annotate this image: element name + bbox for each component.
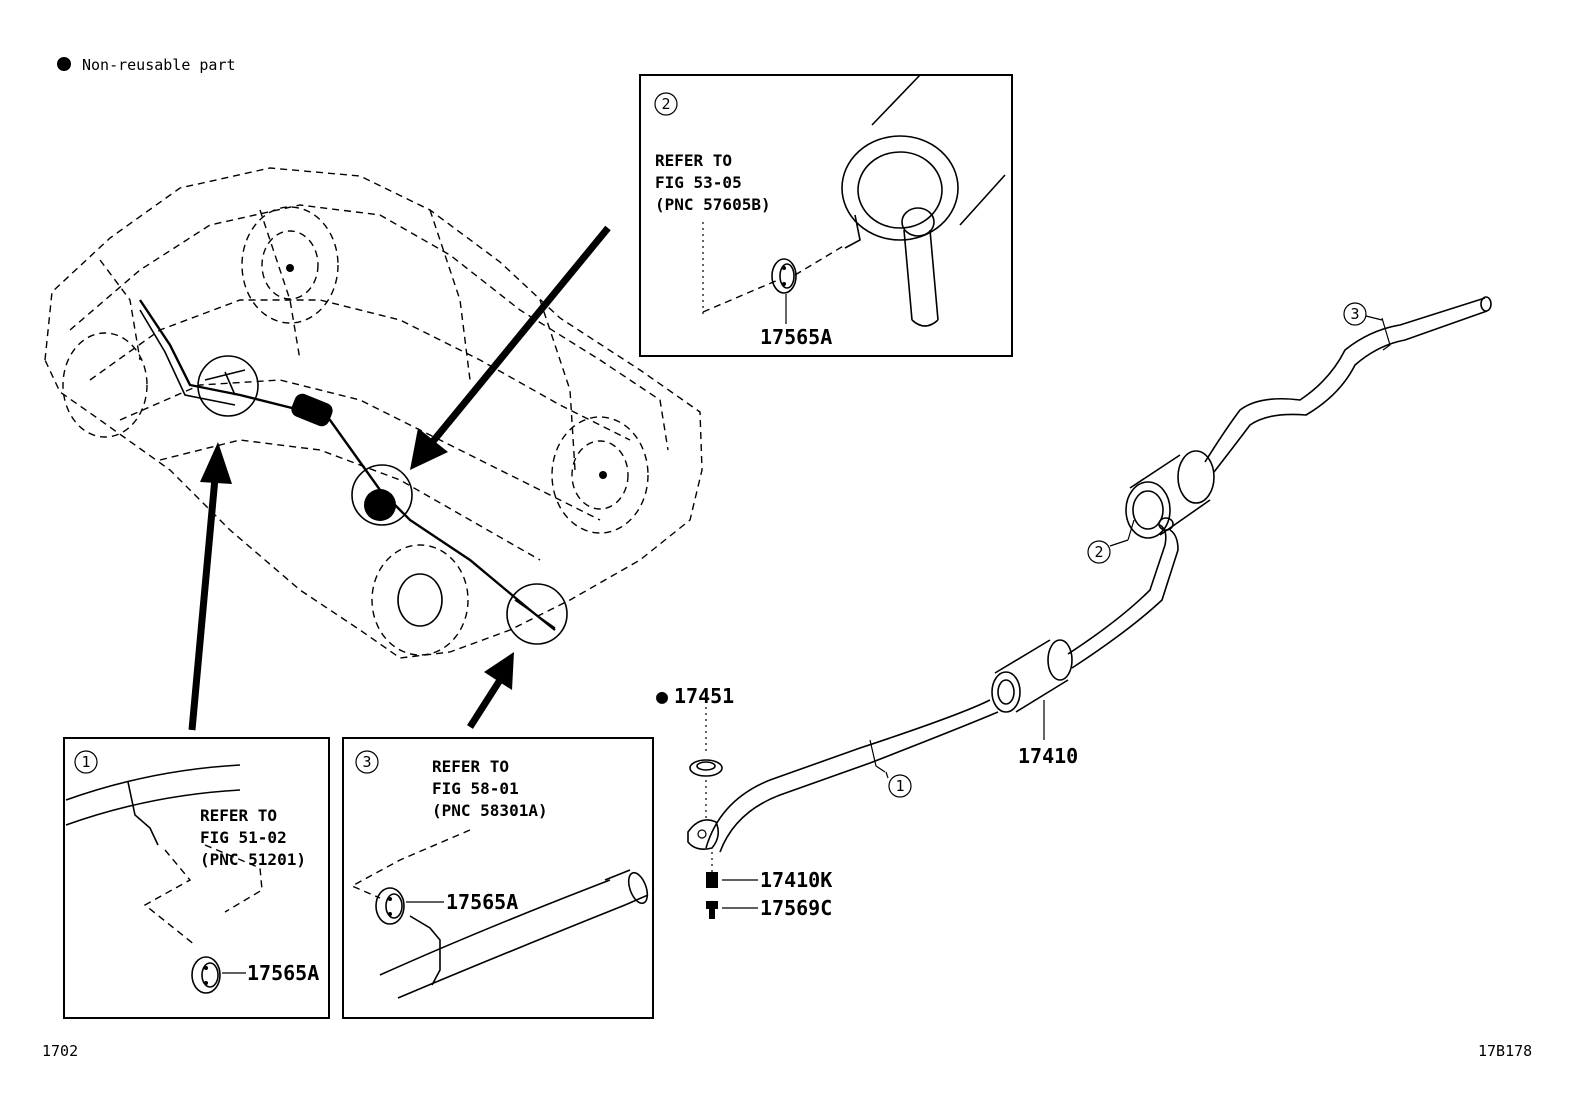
rubber-hanger-icon — [375, 887, 405, 925]
detail-box-3: 3 REFER TO FIG 58-01 (PNC 58301A) 17565A — [342, 737, 654, 1019]
callout-1: 1 — [888, 774, 912, 798]
callout-3: 3 — [1343, 302, 1383, 326]
spring-part-number: 17410K — [760, 868, 832, 892]
legend: Non-reusable part — [57, 56, 236, 74]
non-reusable-bullet-icon — [57, 57, 71, 71]
figure-code-right: 17B178 — [1478, 1042, 1532, 1060]
gasket-nonreusable-marker: ● — [656, 684, 668, 708]
box3-refer-line-1: REFER TO — [432, 757, 509, 776]
box1-part-number: 17565A — [247, 961, 319, 985]
bolt-part-number: 17569C — [760, 896, 832, 920]
leader-lines — [705, 700, 1045, 909]
box3-refer-line-2: FIG 58-01 — [432, 779, 519, 798]
box2-refer-line-1: REFER TO — [655, 151, 732, 170]
box3-number: 3 — [362, 753, 371, 771]
svg-text:3: 3 — [1350, 305, 1359, 323]
box1-refer-line-2: FIG 51-02 — [200, 828, 287, 847]
callout-circle-icon — [1087, 540, 1111, 564]
exhaust-pipe-assembly — [687, 296, 1492, 853]
box1-refer-line-1: REFER TO — [200, 806, 277, 825]
callout-circle-icon — [74, 750, 98, 774]
svg-text:2: 2 — [1094, 543, 1103, 561]
callout-2: 2 — [1087, 539, 1129, 564]
legend-text: Non-reusable part — [82, 56, 236, 74]
box2-refer-line-3: (PNC 57605B) — [655, 195, 771, 214]
callout-circle-icon — [654, 92, 678, 116]
svg-text:1: 1 — [895, 777, 904, 795]
box3-part-number: 17565A — [446, 890, 518, 914]
box1-number: 1 — [81, 753, 90, 771]
pointer-arrows — [188, 225, 611, 731]
detail-box-2: 2 REFER TO FIG 53-05 (PNC 57605B) 17565A — [639, 74, 1013, 357]
box1-refer-line-3: (PNC 51201) — [200, 850, 306, 869]
box2-number: 2 — [661, 95, 670, 113]
callout-circle-icon — [355, 750, 379, 774]
bolt-icon — [706, 901, 718, 919]
gasket-part-number: 17451 — [674, 684, 734, 708]
pipe-part-number: 17410 — [1018, 744, 1078, 768]
box2-part-number: 17565A — [760, 325, 832, 349]
spring-icon — [706, 872, 718, 888]
detail-box-1: 1 REFER TO FIG 51-02 (PNC 51201) 17565A — [63, 737, 330, 1019]
callout-circle-icon — [888, 774, 912, 798]
box2-refer-line-2: FIG 53-05 — [655, 173, 742, 192]
box3-refer-line-3: (PNC 58301A) — [432, 801, 548, 820]
rubber-hanger-icon — [771, 258, 797, 294]
figure-code-left: 1702 — [42, 1042, 78, 1060]
callout-circle-icon — [1343, 302, 1367, 326]
car-underbody-illustration — [44, 167, 703, 659]
rubber-hanger-icon — [191, 956, 221, 994]
